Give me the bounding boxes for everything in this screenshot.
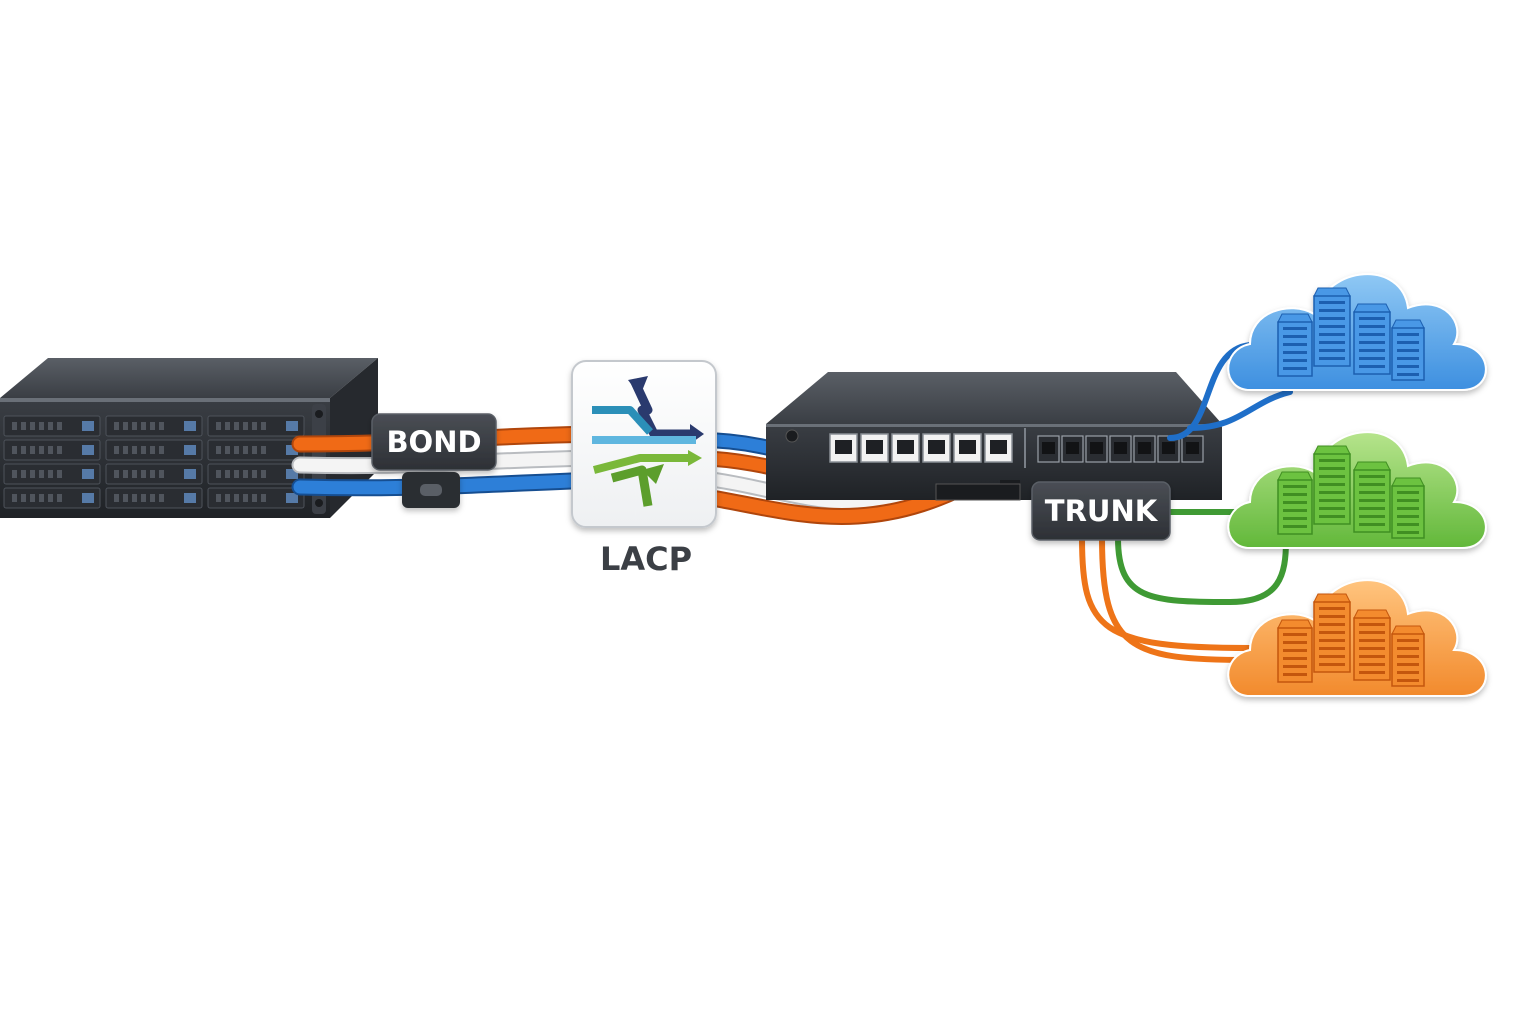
lacp-aggregation-icon	[571, 360, 717, 528]
link-trunk-green-2	[1115, 535, 1289, 606]
bond-tag: BOND	[371, 413, 497, 508]
trunk-label: TRUNK	[1045, 494, 1159, 528]
server-stack-icon	[1313, 601, 1351, 673]
server-stack-icon	[1391, 485, 1425, 539]
link-trunk-blue	[1167, 342, 1253, 441]
switch-ports	[829, 428, 1204, 501]
lacp-label: LACP	[600, 540, 692, 578]
cloud-orange-datacenter-icon	[1227, 579, 1487, 697]
rack-server-icon	[0, 358, 378, 518]
cloud-green-datacenter-icon	[1227, 431, 1487, 549]
server-stack-icon	[1391, 327, 1425, 381]
clouds	[1227, 273, 1487, 697]
network-switch-icon	[766, 372, 1222, 501]
drive-bays	[3, 415, 305, 509]
server-stack-icon	[1313, 295, 1351, 367]
trunk-tag: TRUNK	[1031, 481, 1171, 541]
server-stack-icon	[1313, 453, 1351, 525]
link-trunk-orange-2	[1099, 535, 1253, 663]
cloud-blue-datacenter-icon	[1227, 273, 1487, 391]
link-trunk-blue-2	[1187, 389, 1293, 431]
server-stack-icon	[1391, 633, 1425, 687]
bond-label: BOND	[386, 425, 481, 459]
link-trunk-orange	[1079, 535, 1253, 651]
